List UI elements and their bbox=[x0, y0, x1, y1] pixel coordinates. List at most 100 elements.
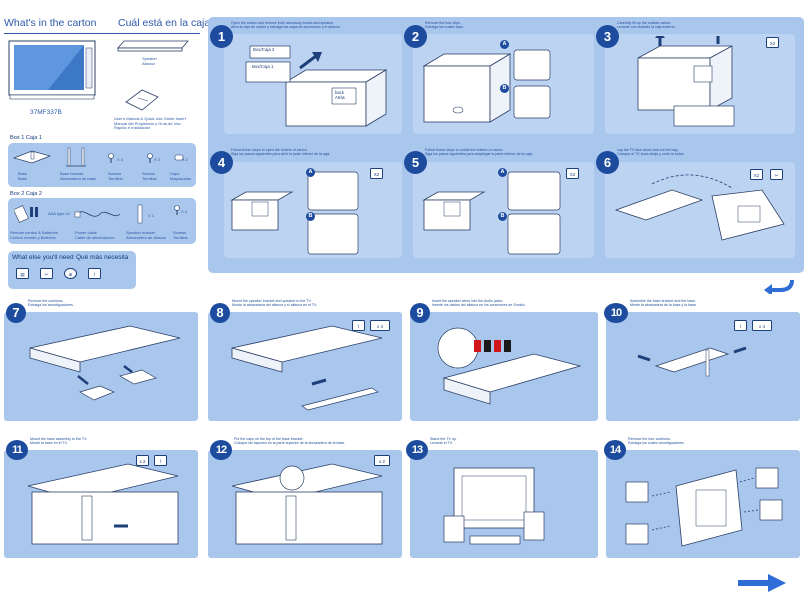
step-12-illustration bbox=[231, 463, 383, 545]
carton-title-es: Cuál está en la caja bbox=[118, 17, 211, 29]
step-5-illustration bbox=[422, 171, 561, 255]
step-13-number: 13 bbox=[406, 440, 428, 460]
screw-icon bbox=[147, 153, 153, 163]
step-8-panel bbox=[208, 312, 402, 421]
box2-item-speaker-bracket: Speaker bracket Abrazadera de altavoz bbox=[126, 230, 167, 240]
step-4-illustration bbox=[230, 171, 359, 255]
step-1-back-label: back Atrás bbox=[335, 90, 345, 100]
screwdriver-icon: ǀ bbox=[154, 455, 167, 466]
step-6-illustration bbox=[614, 174, 785, 241]
marker-b: B bbox=[498, 212, 507, 221]
step-8-illustration bbox=[231, 325, 383, 411]
marker-a: A bbox=[498, 168, 507, 177]
box1-title: Box 1 Caja 1 bbox=[10, 135, 43, 141]
marker-a: A bbox=[306, 168, 315, 177]
two-people-badge: X2 bbox=[750, 169, 763, 180]
step-5-text: Follow these steps to unfold the bottom … bbox=[425, 148, 533, 157]
step-3-text: Carefully lift up the outside carton. Le… bbox=[617, 21, 676, 30]
step-14-illustration bbox=[625, 467, 783, 547]
marker-b: B bbox=[500, 84, 509, 93]
cutter-icon: ✂ bbox=[40, 268, 53, 279]
step-8-number: 8 bbox=[210, 303, 230, 323]
screw-icon bbox=[174, 205, 180, 215]
step-14-number: 14 bbox=[604, 440, 626, 460]
step-7-illustration bbox=[29, 325, 181, 401]
model-number: 37MF337B bbox=[30, 109, 62, 116]
step-11-number: 11 bbox=[6, 440, 28, 460]
step-9-text: Insert the speaker wires into the Audio … bbox=[432, 299, 526, 308]
box1-item-base-bracket: Base bracket Abrazadera de base bbox=[60, 171, 97, 181]
two-people-badge: X2 bbox=[766, 37, 779, 48]
two-people-badge: X2 bbox=[370, 168, 383, 179]
box2-item-remote: Remote control & Batteries Control remot… bbox=[10, 230, 58, 240]
manual-label: User's Manual & Quick Use Guide Insert M… bbox=[114, 116, 186, 131]
step-9-illustration bbox=[437, 327, 582, 405]
step-1-text: Open the carton and remove both accessor… bbox=[231, 21, 341, 30]
box2-count-2: X 4 bbox=[181, 209, 188, 214]
need-en: What else you'll need bbox=[12, 254, 74, 261]
box2-title: Box 2 Caja 2 bbox=[10, 191, 43, 197]
cap-icon bbox=[174, 154, 184, 161]
box1-item-screws-1: Screws Tornillos bbox=[108, 171, 123, 181]
tv-illustration bbox=[8, 40, 96, 100]
step-4-number: 4 bbox=[210, 151, 233, 174]
step-8-text: Mount the speaker bracket and speaker to… bbox=[232, 299, 318, 308]
step-1-box1-label: Box/Caja 1 bbox=[252, 64, 274, 69]
step-12-number: 12 bbox=[210, 440, 232, 460]
step-7-text: Remove the cushions. Extraiga los amorti… bbox=[28, 299, 74, 308]
step-9-number: 9 bbox=[410, 303, 430, 323]
remote-control-illustration bbox=[14, 205, 38, 223]
two-people-badge: X2 bbox=[566, 168, 579, 179]
batteries-label: AAA type x2 bbox=[48, 211, 70, 216]
screwdriver-icon: ǀ bbox=[88, 268, 101, 279]
step-14-text: Remove the four cushions. Extraiga los c… bbox=[628, 437, 685, 446]
box2-panel bbox=[8, 198, 196, 244]
turn-page-arrow-icon[interactable] bbox=[762, 276, 796, 294]
step-12-text: Put the caps on the top of the base brac… bbox=[234, 437, 346, 446]
speaker-illustration bbox=[117, 40, 189, 52]
screwdriver-head-icon: ⊕ bbox=[64, 268, 77, 279]
manual-illustration bbox=[125, 89, 159, 111]
base-illustration bbox=[12, 150, 52, 164]
box1-item-base: Base Base bbox=[18, 171, 28, 181]
step-4-text: Follow these steps to open the bottom of… bbox=[231, 148, 331, 157]
pc-tool-icon: ▤ bbox=[16, 268, 29, 279]
step-11-text: Mount the base assembly to the TV. Monte… bbox=[30, 437, 88, 446]
title-rule bbox=[4, 33, 200, 34]
power-cable-illustration bbox=[74, 211, 121, 218]
step-1-number: 1 bbox=[210, 25, 233, 48]
marker-b: B bbox=[306, 212, 315, 221]
screws-count-badge: x 4 bbox=[370, 320, 390, 331]
screwdriver-icon: ǀ bbox=[352, 320, 365, 331]
step-6-number: 6 bbox=[596, 151, 619, 174]
step-13-illustration bbox=[443, 467, 545, 545]
base-bracket-illustration bbox=[66, 147, 86, 167]
caps-count-badge: x 2 bbox=[374, 455, 390, 466]
box1-item-caps: Caps Mayúsculas bbox=[170, 171, 192, 181]
step-1-box2-label: Box/Caja 2 bbox=[253, 47, 275, 52]
step-7-panel bbox=[4, 312, 198, 421]
step-10-number: 10 bbox=[604, 303, 628, 323]
box2-count-1: X 1 bbox=[148, 213, 155, 218]
step-3-number: 3 bbox=[596, 25, 619, 48]
step-7-number: 7 bbox=[6, 303, 26, 323]
step-2-illustration bbox=[422, 49, 551, 123]
step-11-illustration bbox=[27, 463, 179, 545]
next-page-arrow-icon[interactable] bbox=[738, 574, 788, 592]
step-2-text: Remove the four clips. Extraiga los cuat… bbox=[425, 21, 464, 30]
step-13-text: Stand the TV up. Levante el TV. bbox=[430, 437, 457, 446]
box1-count-2: X 2 bbox=[154, 157, 161, 162]
cutter-icon: ✂ bbox=[770, 169, 783, 180]
need-es: Qué más necesita bbox=[76, 254, 129, 261]
box2-item-screws: Screws Tornillos bbox=[173, 230, 188, 240]
box1-item-screws-2: Screws Tornillos bbox=[142, 171, 157, 181]
screw-icon bbox=[108, 153, 114, 163]
step-10-text: Assemble the base bracket and the base. … bbox=[630, 299, 697, 308]
box2-item-power-cable: Power cable Cable de alimentación bbox=[75, 230, 115, 240]
step-6-text: Lay the TV face down and cut the bag. Co… bbox=[617, 148, 685, 157]
step-2-number: 2 bbox=[404, 25, 427, 48]
carton-title-en: What's in the carton bbox=[4, 17, 97, 29]
step-1-illustration bbox=[245, 45, 388, 127]
step-3-illustration bbox=[637, 36, 735, 127]
screws-count-badge: x 4 bbox=[752, 320, 772, 331]
